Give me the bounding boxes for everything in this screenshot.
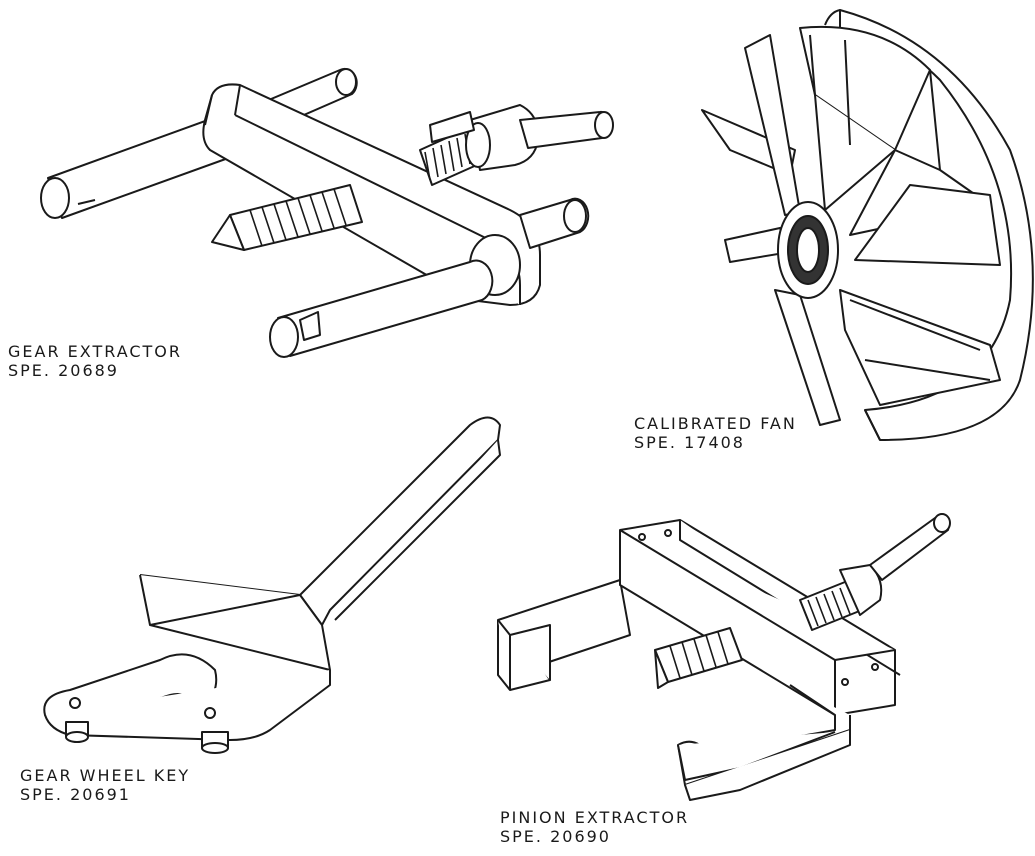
gear-extractor-caption: GEAR EXTRACTOR SPE. 20689 [8, 342, 182, 380]
calibrated-fan-name: CALIBRATED FAN [634, 414, 797, 433]
pinion-extractor-name: PINION EXTRACTOR [500, 808, 690, 827]
calibrated-fan-caption: CALIBRATED FAN SPE. 17408 [634, 414, 797, 452]
pinion-extractor-drawing [490, 500, 970, 810]
gear-wheel-key-drawing [30, 410, 510, 770]
gear-extractor-drawing [0, 0, 640, 380]
gear-wheel-key-code: SPE. 20691 [20, 785, 131, 804]
gear-wheel-key-name: GEAR WHEEL KEY [20, 766, 191, 785]
pinion-extractor-code: SPE. 20690 [500, 827, 611, 846]
calibrated-fan-code: SPE. 17408 [634, 433, 745, 452]
gear-extractor-name: GEAR EXTRACTOR [8, 342, 183, 361]
calibrated-fan-drawing [690, 0, 1035, 450]
gear-wheel-key-caption: GEAR WHEEL KEY SPE. 20691 [20, 766, 190, 804]
pinion-extractor-caption: PINION EXTRACTOR SPE. 20690 [500, 808, 689, 846]
gear-extractor-code: SPE. 20689 [8, 361, 119, 380]
